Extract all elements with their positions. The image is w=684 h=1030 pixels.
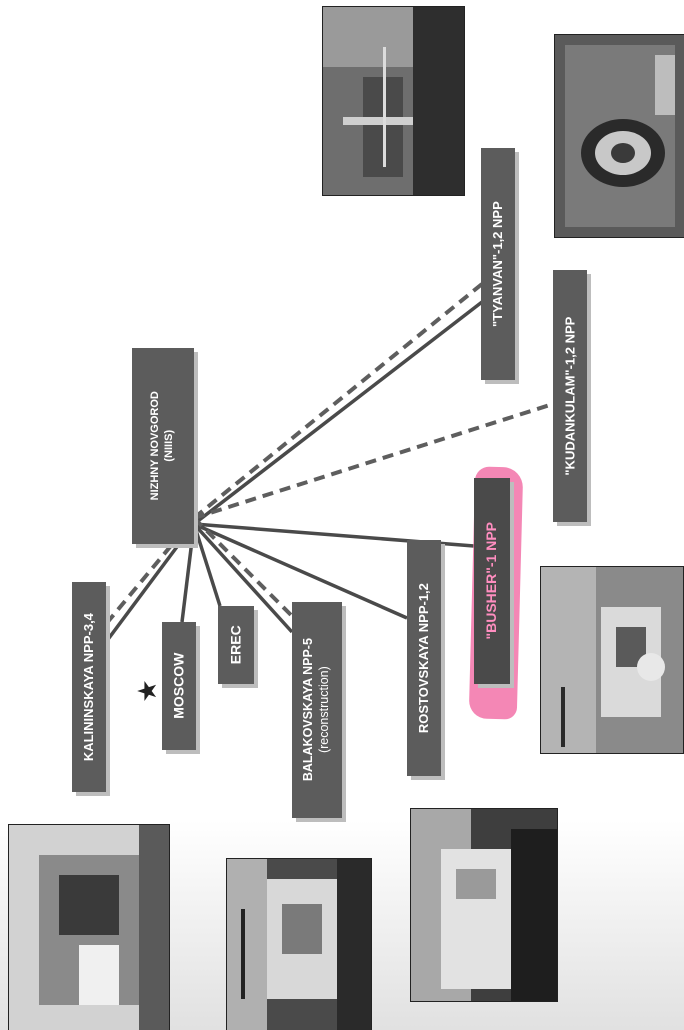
- node-rostovskaya-label: ROSTOVSKAYA NPP-1,2: [415, 582, 431, 734]
- node-moscow-label: MOSCOW: [170, 652, 187, 720]
- connection-tyanvan-solid: [192, 300, 484, 526]
- photo-kudankulam-plant: [554, 34, 684, 238]
- node-nizhny-novgorod-line2: (NIIIS): [163, 430, 176, 462]
- photo-balakovskaya-plant: [226, 858, 372, 1030]
- photo-kalininskaya-plant: [8, 824, 170, 1030]
- connection-erec-solid: [192, 523, 222, 607]
- photo-busher-plant: [540, 566, 684, 754]
- connection-tyanvan-dashed: [192, 282, 484, 520]
- node-nizhny-novgorod-line1: NIZHNY NOVGOROD: [149, 391, 162, 501]
- photo-rostovskaya-plant: [410, 808, 558, 1002]
- node-erec-label: EREC: [227, 625, 244, 665]
- node-moscow: MOSCOW: [162, 622, 196, 750]
- node-rostovskaya: ROSTOVSKAYA NPP-1,2: [407, 540, 441, 776]
- node-kudankulam: "KUDANKULAM"-1,2 NPP: [553, 270, 587, 522]
- connection-balakovskaya-dashed: [192, 516, 294, 618]
- node-tyanvan-label: "TYANVAN"-1,2 NPP: [489, 201, 505, 327]
- node-nizhny-novgorod: NIZHNY NOVGOROD (NIIIS): [132, 348, 194, 544]
- node-balakovskaya: BALAKOVSKAYA NPP-5 (reconstruction): [292, 602, 342, 818]
- photo-tyanvan-plant: [322, 6, 465, 196]
- node-balakovskaya-line1: BALAKOVSKAYA NPP-5: [301, 638, 316, 782]
- star-icon: ★: [133, 679, 163, 703]
- node-balakovskaya-line2: (reconstruction): [317, 666, 331, 754]
- node-busher: "BUSHER"-1 NPP: [474, 478, 510, 684]
- connection-kudankulam-dashed: [193, 402, 554, 520]
- node-kalininskaya-label: KALININSKAYA NPP-3,4: [80, 612, 96, 762]
- node-erec: EREC: [218, 606, 254, 684]
- connection-rostovskaya-solid: [193, 522, 408, 620]
- node-kudankulam-label: "KUDANKULAM"-1,2 NPP: [561, 316, 577, 476]
- node-tyanvan: "TYANVAN"-1,2 NPP: [481, 148, 515, 380]
- node-busher-label: "BUSHER"-1 NPP: [483, 522, 500, 640]
- connection-balakovskaya-solid: [192, 522, 294, 634]
- node-kalininskaya: KALININSKAYA NPP-3,4: [72, 582, 106, 792]
